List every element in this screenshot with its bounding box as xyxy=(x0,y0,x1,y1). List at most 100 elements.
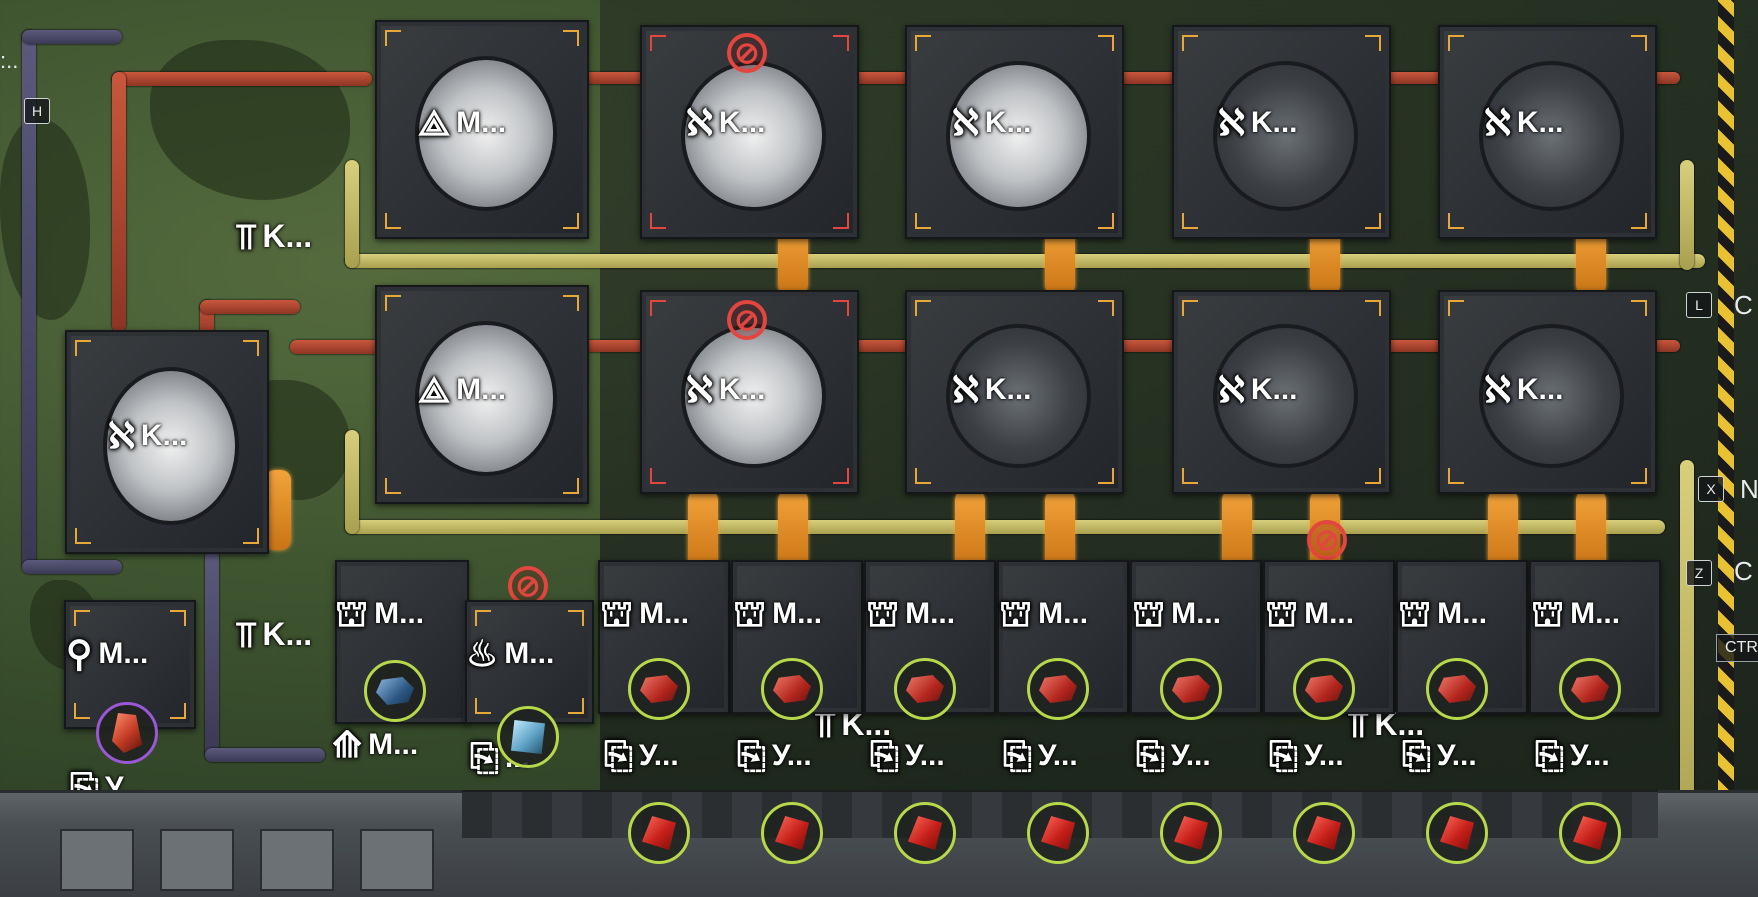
red-ore-item[interactable] xyxy=(1027,658,1089,720)
hotkey-x[interactable]: X xyxy=(1698,476,1724,502)
red-crystal-item[interactable] xyxy=(628,802,690,864)
grinder-label: ⚲M... xyxy=(66,633,149,674)
hotkey-z[interactable]: Z xyxy=(1686,560,1712,586)
crusher-label: ⛫M... xyxy=(1265,593,1355,634)
relay-tower[interactable]: ⫪K... xyxy=(236,613,313,655)
relay-tower-icon: ⫪ xyxy=(815,703,836,745)
relay-tower[interactable]: ⫪K... xyxy=(236,215,313,257)
relay-tower-icon: ⫪ xyxy=(236,215,257,257)
crusher-label: ⛫M... xyxy=(1132,593,1222,634)
fitting-unit[interactable] xyxy=(1438,290,1657,494)
red-ore-item[interactable] xyxy=(1160,658,1222,720)
unloader-icon: ⎘ xyxy=(737,735,766,776)
crusher-label: ⛫M... xyxy=(1531,593,1621,634)
red-crystal-item[interactable] xyxy=(1426,802,1488,864)
unloader-icon: ⎘ xyxy=(1269,735,1298,776)
unloader[interactable]: ⎘У... xyxy=(1136,735,1211,776)
red-ore-item[interactable] xyxy=(1426,658,1488,720)
unloader[interactable]: ⎘У... xyxy=(1269,735,1344,776)
hud-fragment: :.. xyxy=(0,48,19,73)
crusher-label: ⛫M... xyxy=(866,593,956,634)
mixer[interactable]: ⟰M... xyxy=(332,724,419,765)
hud-letter-n: N xyxy=(1740,474,1758,504)
conveyor-link xyxy=(688,490,718,570)
mixer-icon: ⟰ xyxy=(332,724,363,765)
hazard-stripe xyxy=(1718,0,1734,850)
refinery-machine[interactable] xyxy=(375,285,589,504)
unloader[interactable]: ⎘У... xyxy=(870,735,945,776)
fitting-unit-large[interactable] xyxy=(65,330,269,554)
unloader-icon: ⎘ xyxy=(1402,735,1431,776)
transport-pipe-vertical xyxy=(22,30,36,570)
terrain-patch xyxy=(150,40,350,200)
red-crystal-item[interactable] xyxy=(761,802,823,864)
red-crystal-item[interactable] xyxy=(1160,802,1222,864)
hotkey-ctrl[interactable]: CTR xyxy=(1716,634,1758,662)
water-pipe-row1-drop xyxy=(345,160,359,268)
fitting-unit-icon: ℵ xyxy=(686,369,713,410)
fitting-unit[interactable] xyxy=(905,25,1124,239)
crusher-icon: ⛫ xyxy=(1265,593,1299,634)
unloader-icon: ⎘ xyxy=(1535,735,1564,776)
unloader-icon: ⎘ xyxy=(604,735,633,776)
conveyor-link xyxy=(1222,490,1252,570)
red-crystal-item[interactable] xyxy=(1559,802,1621,864)
hud-letter-c: C xyxy=(1734,290,1753,320)
power-pipe-top xyxy=(112,72,372,86)
red-crystal-item[interactable] xyxy=(894,802,956,864)
crusher-icon: ⛫ xyxy=(866,593,900,634)
transport-pipe-top xyxy=(22,30,122,44)
fitting-unit-icon: ℵ xyxy=(1484,369,1511,410)
fitting-unit[interactable] xyxy=(1172,25,1391,239)
blue-ore-item[interactable] xyxy=(364,660,426,722)
red-crystal-item[interactable] xyxy=(1027,802,1089,864)
crusher-icon: ⛫ xyxy=(1398,593,1432,634)
unloader[interactable]: ⎘У... xyxy=(1535,735,1610,776)
crusher-icon: ⛫ xyxy=(733,593,767,634)
red-ore-item[interactable] xyxy=(1559,658,1621,720)
red-ore-item[interactable] xyxy=(894,658,956,720)
conveyor-link-left xyxy=(265,470,291,550)
fitting-unit[interactable] xyxy=(905,290,1124,494)
conveyor-link xyxy=(1576,490,1606,570)
furnace-machine[interactable] xyxy=(465,600,594,724)
water-pipe-row2-drop xyxy=(345,430,359,534)
power-pipe-mid-h2 xyxy=(290,340,380,354)
transport-pipe-lower xyxy=(205,550,219,760)
water-pipe-row2 xyxy=(345,520,1665,534)
red-crystal-item[interactable] xyxy=(1293,802,1355,864)
unloader[interactable]: ⎘У... xyxy=(1402,735,1477,776)
red-ore-item[interactable] xyxy=(628,658,690,720)
transport-pipe-lower-h xyxy=(205,748,325,762)
hotkey-h[interactable]: H xyxy=(24,98,50,124)
fitting-unit[interactable] xyxy=(1172,290,1391,494)
unloader-icon: ⎘ xyxy=(1136,735,1165,776)
crusher-label: ⛫M... xyxy=(999,593,1089,634)
refinery-label: ⟁M... xyxy=(418,102,507,143)
rust-component-item[interactable] xyxy=(96,702,158,764)
unloader[interactable]: ⎘У... xyxy=(604,735,679,776)
refinery-machine[interactable] xyxy=(375,20,589,239)
terrain-patch xyxy=(0,120,90,320)
red-ore-item[interactable] xyxy=(761,658,823,720)
crusher-icon: ⛫ xyxy=(999,593,1033,634)
hotkey-l[interactable]: L xyxy=(1686,292,1712,318)
cyan-crystal-item[interactable] xyxy=(497,706,559,768)
water-pipe-row1 xyxy=(345,254,1705,268)
crusher-icon: ⛫ xyxy=(600,593,634,634)
red-ore-item[interactable] xyxy=(1293,658,1355,720)
unloader[interactable]: ⎘У... xyxy=(737,735,812,776)
hud-letter-c: C xyxy=(1734,556,1753,586)
crusher-label: ⛫M... xyxy=(1398,593,1488,634)
crusher-icon: ⛫ xyxy=(335,593,369,634)
unloader-icon: ⎘ xyxy=(1003,735,1032,776)
crusher-icon: ⛫ xyxy=(1531,593,1565,634)
unloader[interactable]: ⎘У... xyxy=(1003,735,1078,776)
crusher-icon: ⛫ xyxy=(1132,593,1166,634)
conveyor-link xyxy=(1488,490,1518,570)
fitting-unit[interactable] xyxy=(1438,25,1657,239)
fitting-unit-icon: ℵ xyxy=(108,415,135,456)
